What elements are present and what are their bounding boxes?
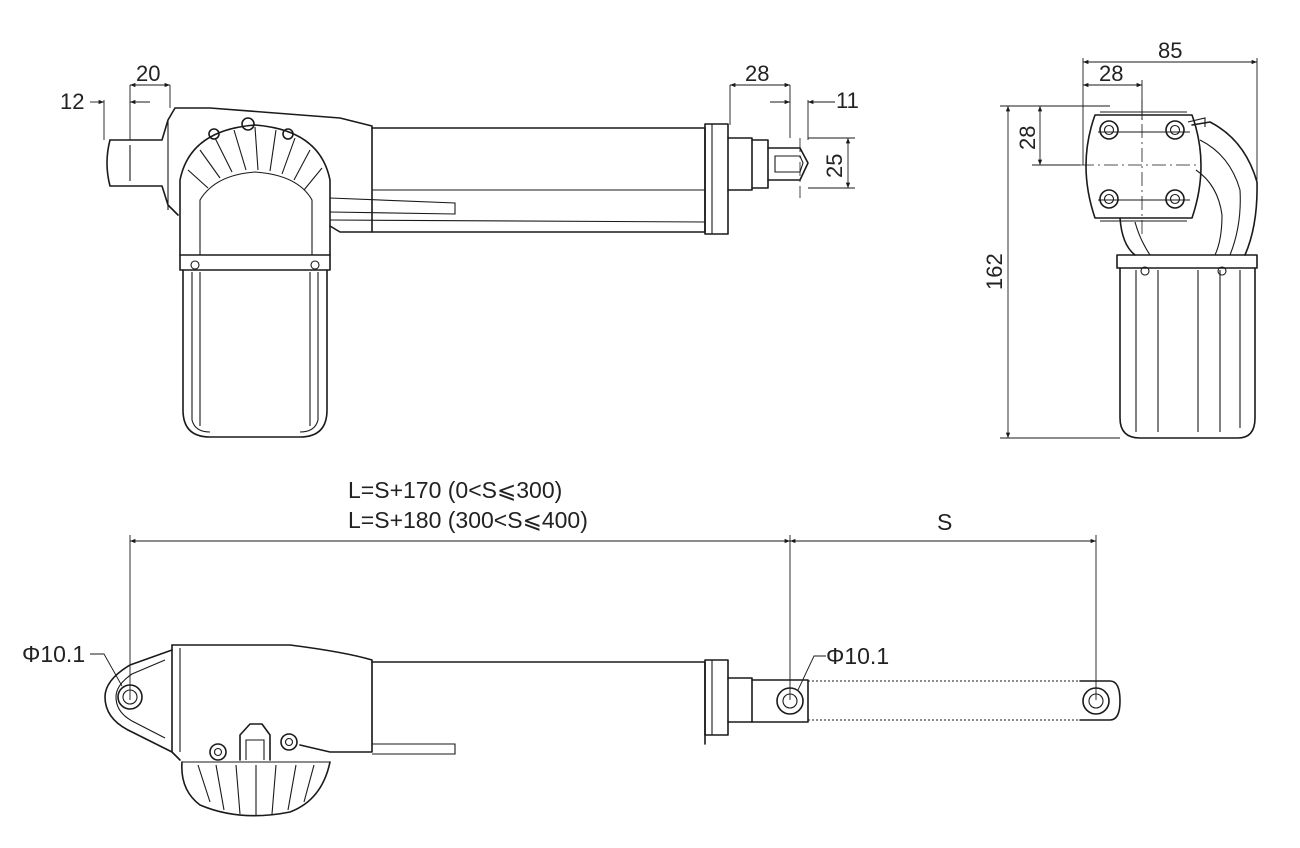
front-view: L=S+170 (0<S⩽300) L=S+180 (300<S⩽400) S — [22, 477, 1121, 817]
dim-rod-end-height: 25 — [822, 154, 847, 178]
length-formula-short: L=S+170 (0<S⩽300) — [348, 477, 562, 503]
gear-ribs — [187, 126, 323, 191]
dim-hole-spacing-h: 28 — [1099, 61, 1123, 86]
dim-hole-spacing-v: 28 — [1015, 126, 1040, 150]
front-hole-diameter: Φ10.1 — [826, 643, 889, 669]
stroke-label: S — [937, 509, 952, 535]
top-view: 20 12 28 11 25 — [60, 61, 859, 438]
dim-rod-end-slot: 11 — [836, 88, 859, 113]
length-formula-long: L=S+180 (300<S⩽400) — [348, 507, 588, 533]
dim-rod-end-length: 28 — [745, 61, 769, 86]
dim-overall-width: 85 — [1158, 38, 1182, 63]
dim-clevis-offset: 12 — [60, 89, 84, 114]
dim-overall-height: 162 — [982, 253, 1007, 290]
side-view: 85 28 28 162 — [982, 38, 1258, 439]
dim-clevis-width: 20 — [136, 61, 160, 86]
rear-hole-diameter: Φ10.1 — [22, 641, 85, 667]
